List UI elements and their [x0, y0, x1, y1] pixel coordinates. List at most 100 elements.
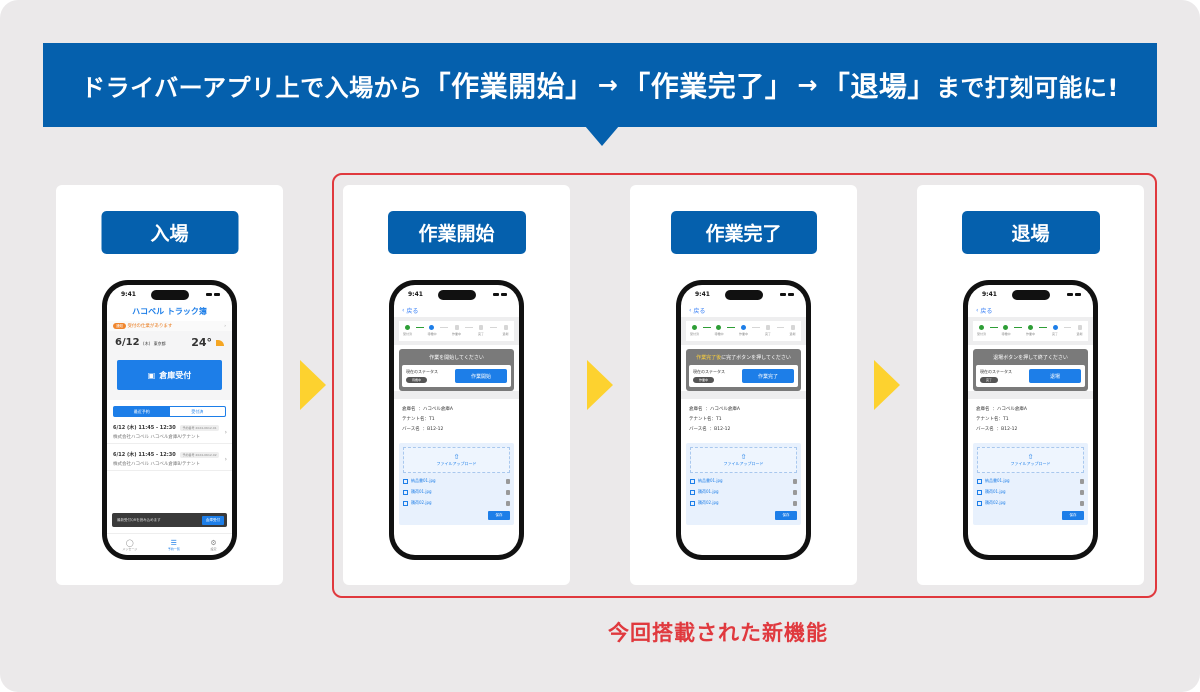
- tab-recent[interactable]: 最近予約: [114, 407, 170, 416]
- save-button[interactable]: 保存: [775, 511, 797, 520]
- trash-icon[interactable]: [1080, 478, 1084, 484]
- trash-icon[interactable]: [506, 478, 510, 484]
- chevron-left-icon: ‹: [402, 306, 407, 314]
- banner-step-exit: 「退場」: [821, 70, 936, 103]
- step-label: 作業中: [738, 332, 748, 336]
- prompt-body: 現在のステータス 完了 退場: [976, 365, 1085, 387]
- file-name: 納品書01.jpg: [411, 478, 436, 483]
- upload-icon: ⇧: [1027, 452, 1034, 461]
- file-item[interactable]: 納品書01.jpg: [977, 478, 1084, 484]
- warehouse-label: 倉庫名: [976, 407, 990, 412]
- file-upload-dropzone[interactable]: ⇧ ファイルアップロード: [403, 447, 510, 473]
- progress-connector: [1038, 327, 1047, 328]
- warehouse-value: ハコベル倉庫A: [709, 407, 740, 412]
- tenant-label: テナント名: [689, 417, 712, 422]
- signal-wifi-battery-icon: [1067, 292, 1081, 296]
- dynamic-island: [150, 290, 189, 300]
- trash-icon[interactable]: [1080, 500, 1084, 506]
- phone-screen: 9:41 ハコベル トラック簿 通知 受付の仕業があります › 6/12 (木)…: [107, 285, 232, 555]
- file-name: 積荷01.jpg: [985, 489, 1006, 494]
- progress-step: 完了: [1047, 325, 1064, 336]
- warehouse-label: 倉庫名: [402, 407, 416, 412]
- back-button[interactable]: ‹ 戻る: [394, 303, 519, 317]
- image-file-icon: [977, 489, 982, 495]
- message-icon: ◯: [125, 538, 134, 547]
- new-feature-caption: 今回搭載された新機能: [608, 621, 828, 645]
- prompt-body: 現在のステータス 待機中 作業開始: [402, 365, 511, 387]
- file-item[interactable]: 積荷01.jpg: [690, 489, 797, 495]
- file-item[interactable]: 納品書01.jpg: [690, 478, 797, 484]
- toast-entry-button[interactable]: 倉庫受付: [202, 515, 224, 525]
- step-label: 待機中: [427, 332, 437, 336]
- berth-info: 倉庫名 ：ハコベル倉庫A テナント名：T1 バース名 ：B12-12: [689, 407, 740, 432]
- notice-text: 受付の仕業があります: [127, 324, 173, 329]
- file-item[interactable]: 納品書01.jpg: [403, 478, 510, 484]
- progress-step: 待機中: [998, 325, 1015, 336]
- trash-icon[interactable]: [506, 500, 510, 506]
- prompt-highlight: 作業完了後: [696, 355, 722, 361]
- progress-area: 受付済待機中作業中完了退場: [968, 317, 1093, 345]
- status-time: 9:41: [408, 290, 423, 298]
- file-upload-dropzone[interactable]: ⇧ ファイルアップロード: [977, 447, 1084, 473]
- tabbar-item-messages[interactable]: ◯ メッセージ: [122, 539, 137, 551]
- step-dot-icon: [1077, 325, 1082, 330]
- file-item[interactable]: 積荷02.jpg: [977, 500, 1084, 506]
- warehouse-value: ハコベル倉庫A: [996, 407, 1027, 412]
- step-label: 完了: [478, 332, 485, 336]
- progress-connector: [751, 327, 760, 328]
- prompt-title: 作業完了後に完了ボタンを押してください: [689, 352, 798, 365]
- tabbar-item-settings[interactable]: ⚙ 設定: [210, 539, 216, 551]
- tenant-value: T1: [1003, 417, 1009, 422]
- card-label: 作業完了: [670, 211, 817, 254]
- stamp-action-button[interactable]: 退場: [1029, 369, 1081, 383]
- file-item[interactable]: 積荷02.jpg: [690, 500, 797, 506]
- file-item[interactable]: 積荷02.jpg: [403, 500, 510, 506]
- back-button[interactable]: ‹ 戻る: [681, 303, 806, 317]
- progress-connector: [727, 327, 736, 328]
- progress-connector: [702, 327, 711, 328]
- notice-banner[interactable]: 通知 受付の仕業があります ›: [107, 321, 232, 331]
- dynamic-island: [724, 290, 763, 300]
- file-item[interactable]: 積荷01.jpg: [403, 489, 510, 495]
- current-status: 現在のステータス 作業中: [693, 369, 738, 383]
- stamp-action-button[interactable]: 作業完了: [742, 369, 794, 383]
- entry-toast: 最新受付QRを読み込めます 倉庫受付: [112, 513, 227, 527]
- trash-icon[interactable]: [793, 500, 797, 506]
- back-button[interactable]: ‹ 戻る: [968, 303, 1093, 317]
- file-upload-dropzone[interactable]: ⇧ ファイルアップロード: [690, 447, 797, 473]
- tabbar-item-reservations[interactable]: ☰ 予約一覧: [168, 539, 180, 551]
- reservation-item[interactable]: 6/12 (木) 11:45 - 12:30 予約番号 2024-0612-01…: [107, 417, 232, 444]
- trash-icon[interactable]: [506, 489, 510, 495]
- trash-icon[interactable]: [793, 489, 797, 495]
- file-item[interactable]: 積荷01.jpg: [977, 489, 1084, 495]
- chevron-left-icon: ‹: [689, 306, 694, 314]
- progress-stepper: 受付済待機中作業中完了退場: [399, 321, 514, 341]
- progress-step: 退場: [1071, 325, 1088, 336]
- file-name: 積荷02.jpg: [698, 500, 719, 505]
- phone-mockup: 9:41 ‹ 戻る 受付済待機中作業中完了退場 退場ボタンを押して終了ください …: [963, 280, 1098, 560]
- stamp-action-button[interactable]: 作業開始: [455, 369, 507, 383]
- save-button[interactable]: 保存: [1062, 511, 1084, 520]
- card-label: 退場: [961, 211, 1100, 254]
- reservation-badge: 予約番号 2024-0612-01: [180, 425, 219, 431]
- phone-mockup: 9:41 ハコベル トラック簿 通知 受付の仕業があります › 6/12 (木)…: [102, 280, 237, 560]
- status-badge: 作業中: [693, 377, 715, 383]
- berth-label: バース名: [402, 427, 420, 432]
- step-dot-icon: [1028, 325, 1033, 330]
- warehouse-value: ハコベル倉庫A: [422, 407, 453, 412]
- trash-icon[interactable]: [793, 478, 797, 484]
- berth-value: B12-12: [427, 427, 444, 432]
- weather-row: 6/12 (木) 東京都 24°: [107, 331, 232, 354]
- reservation-item[interactable]: 6/12 (木) 11:45 - 12:30 予約番号 2024-0612-02…: [107, 444, 232, 471]
- warehouse-entry-button[interactable]: ▣ 倉庫受付: [117, 360, 222, 390]
- save-button[interactable]: 保存: [488, 511, 510, 520]
- trash-icon[interactable]: [1080, 489, 1084, 495]
- reservation-datetime: 6/12 (木) 11:45 - 12:30: [113, 452, 176, 458]
- progress-step: 退場: [784, 325, 801, 336]
- tab-checked-in[interactable]: 受付済: [191, 408, 204, 414]
- step-dot-icon: [790, 325, 795, 330]
- card-label: 作業開始: [387, 211, 526, 254]
- prompt-title: 作業を開始してください: [402, 352, 511, 365]
- current-status: 現在のステータス 完了: [980, 369, 1025, 383]
- file-name: 積荷02.jpg: [411, 500, 432, 505]
